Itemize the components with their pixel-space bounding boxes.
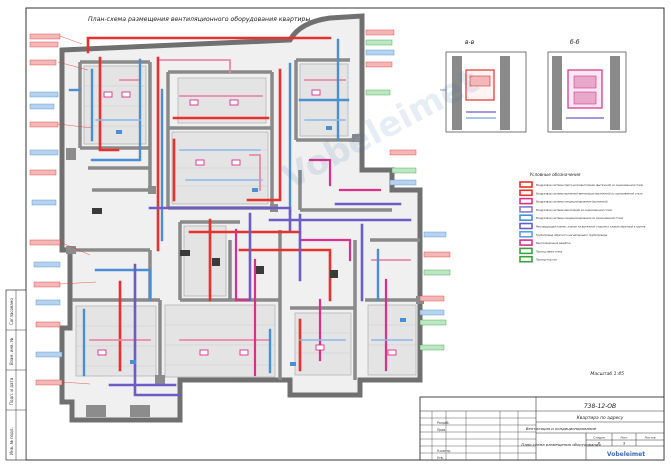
annotations-left	[29, 33, 97, 386]
light-blue-ducts	[95, 119, 413, 341]
legend-swatch	[519, 189, 533, 197]
legend-item-text: Вентиляционная решётка	[536, 241, 571, 245]
section-label: в-в	[465, 39, 475, 46]
sheet-name: План-схема размещения оборудования	[521, 442, 601, 447]
legend-item-text: Воздуховод системы приточной вентиляции …	[536, 183, 643, 187]
sheet-value: 3	[623, 442, 625, 446]
tile-grid	[76, 85, 416, 367]
role-label: Разраб.	[437, 421, 450, 425]
annotations-right	[365, 29, 451, 351]
legend: Условные обозначения Воздуховод системы …	[519, 172, 646, 263]
legend-item-text: Проход через стену	[536, 249, 563, 253]
side-stamp-label: Взам. инв. №	[9, 338, 14, 365]
legend-item-text: Трубопровод обратного нагнетающего трубо…	[536, 233, 608, 237]
stage-value: Р	[598, 442, 601, 446]
stage-header: Стадия	[593, 436, 605, 440]
role-label: Н.контр.	[437, 449, 451, 453]
legend-swatch	[519, 247, 533, 255]
legend-swatch	[519, 214, 533, 221]
drawing-title: План-схема размещения вентиляционного об…	[88, 15, 310, 23]
ventilation-ducts	[108, 202, 412, 397]
duct-network	[68, 36, 413, 397]
legend-swatch	[519, 222, 533, 230]
side-stamp-label: Инв. № подл.	[9, 427, 14, 455]
grilles	[92, 89, 406, 366]
legend-swatch	[519, 239, 533, 246]
role-label: Пров.	[437, 428, 446, 432]
side-stamp-label: Подп. и дата	[9, 377, 14, 405]
legend-item-text: Регулирующий клапан, клапан на вытяжной …	[536, 225, 646, 229]
supply-ducts	[86, 36, 332, 372]
scale-label: Масштаб 1:45	[590, 371, 624, 377]
exhaust-ducts	[68, 38, 380, 377]
drawing-code: 738-12-ОВ	[584, 403, 616, 410]
legend-swatch	[519, 255, 533, 263]
system-name: Вентиляция и кондиционирование	[526, 426, 597, 431]
side-stamp-label: Согласовано	[9, 298, 14, 325]
sheet-header: Лист	[620, 436, 628, 440]
role-label: Утв.	[437, 456, 444, 460]
legend-swatch	[519, 231, 533, 238]
legend-swatch	[519, 206, 533, 213]
company-logo: Vobeleimet	[607, 451, 645, 458]
legend-items: Воздуховод системы приточной вентиляции …	[519, 181, 646, 263]
legend-swatch	[519, 197, 533, 205]
floor-plan	[59, 13, 424, 423]
section-view-vv: в-в	[440, 39, 527, 133]
legend-swatch	[519, 181, 533, 188]
object-name: Квартира по адресу	[577, 415, 624, 421]
legend-item-text: Воздуховод системы вентиляции из оцинков…	[536, 208, 612, 212]
sheets-header: Листов	[644, 436, 655, 440]
title-block: Разраб. Пров. Н.контр. Утв. 738-12-ОВ Кв…	[419, 396, 665, 461]
legend-title: Условные обозначения	[530, 172, 581, 177]
legend-item-text: Проход под пол	[536, 258, 557, 262]
side-stamp: Инв. № подл. Подп. и дата Взам. инв. № С…	[5, 289, 27, 461]
section-label: б-б	[570, 39, 580, 46]
section-view-bb: б-б	[547, 39, 627, 133]
legend-item-text: Воздуховод системы кондиционирования (вы…	[536, 200, 608, 204]
legend-item-text: Воздуховод системы кондиционирования из …	[536, 216, 624, 220]
legend-item-text: Воздуховод системы вытяжной вентиляции (…	[536, 191, 643, 195]
